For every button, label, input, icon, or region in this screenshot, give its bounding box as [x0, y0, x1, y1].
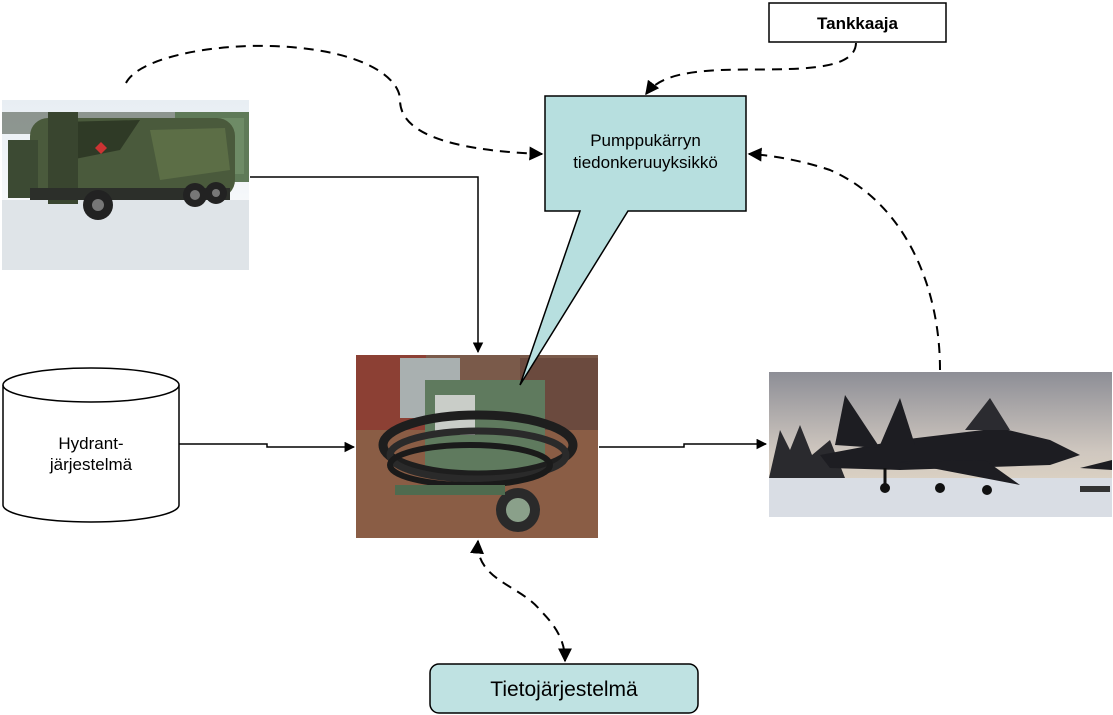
- hydrant-label-line1: Hydrant-: [58, 434, 123, 453]
- tietojarjestelma-node: Tietojärjestelmä: [429, 663, 699, 714]
- data-unit-callout: Pumppukärryn tiedonkeruuyksikkö: [519, 95, 747, 386]
- tankkaaja-node: Tankkaaja: [768, 2, 947, 43]
- pump-cart-photo: [356, 355, 598, 538]
- hydrant-to-cart-arrow: [179, 441, 356, 453]
- data-unit-label-line1: Pumppukärryn: [590, 131, 701, 150]
- dashed-connectors: [125, 42, 941, 663]
- tankkaaja-label: Tankkaaja: [817, 14, 899, 33]
- hydrant-label-line2: järjestelmä: [49, 455, 133, 474]
- jet-to-unit-dashed-arrow: [747, 147, 941, 371]
- truck-to-unit-dashed-arrow: [125, 44, 544, 161]
- fighter-jet-photo: [769, 372, 1112, 517]
- data-unit-label-line2: tiedonkeruuyksikkö: [573, 153, 718, 172]
- fuel-truck-photo: [2, 100, 249, 270]
- truck-to-cart-arrow: [250, 176, 484, 354]
- hydrant-cylinder-node: Hydrant- järjestelmä: [2, 367, 180, 523]
- cart-system-dashed-arrow: [470, 539, 572, 663]
- tankkaaja-to-unit-dashed-arrow: [645, 42, 857, 96]
- cart-to-jet-arrow: [599, 438, 768, 450]
- solid-connectors: [179, 176, 768, 453]
- tietojarjestelma-label: Tietojärjestelmä: [490, 678, 638, 701]
